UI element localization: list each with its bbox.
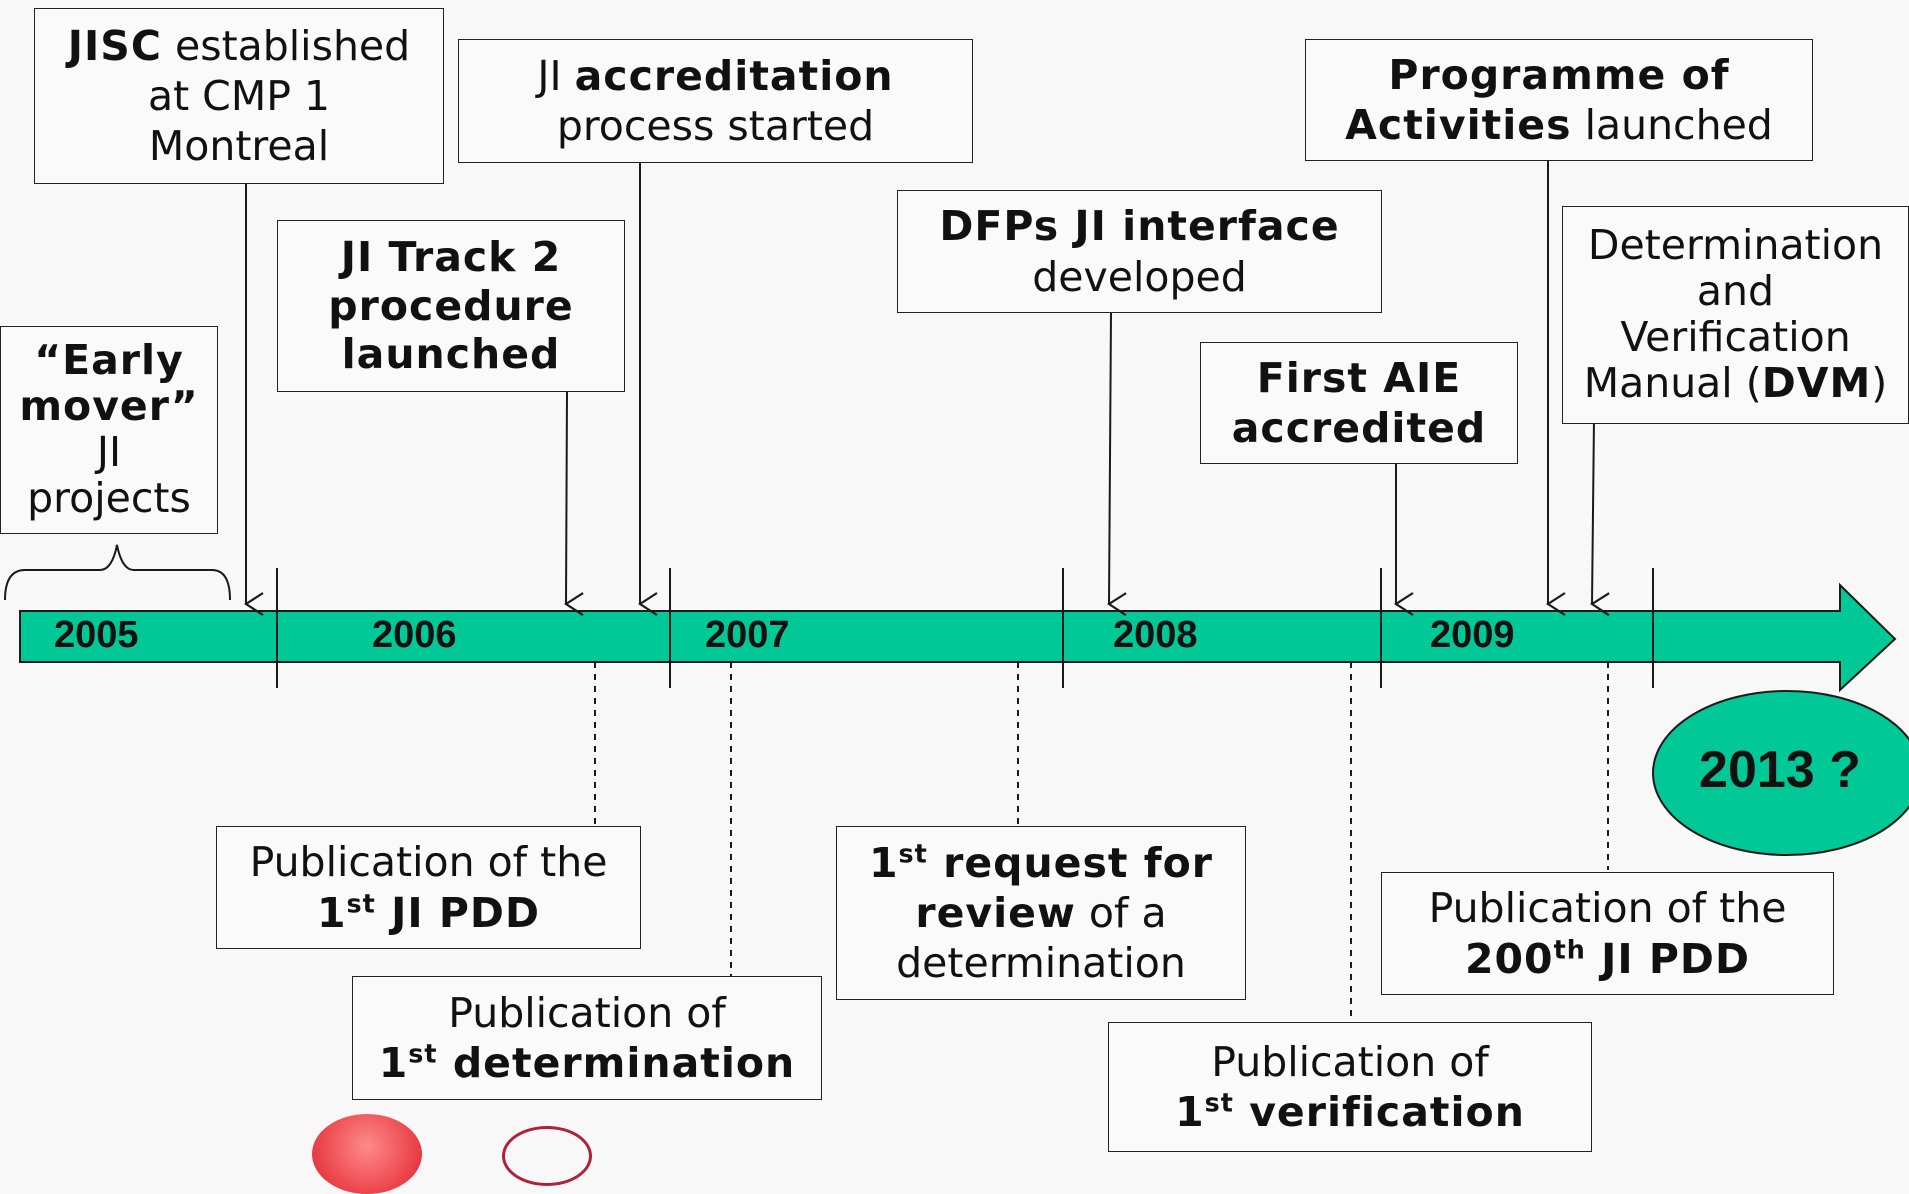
year-label-2009: 2009 bbox=[1430, 614, 1515, 656]
year-label-2005: 2005 bbox=[54, 614, 139, 656]
year-label-2008: 2008 bbox=[1113, 614, 1198, 656]
event-first-pdd: Publication of the 1st JI PDD bbox=[216, 826, 641, 949]
un-emblem-logo bbox=[502, 1126, 592, 1186]
year-label-2006: 2006 bbox=[372, 614, 457, 656]
future-oval bbox=[1652, 690, 1909, 856]
event-track2-launched: JI Track 2 procedure launched bbox=[277, 220, 625, 392]
year-label-2007: 2007 bbox=[705, 614, 790, 656]
event-200th-pdd: Publication of the 200th JI PDD bbox=[1381, 872, 1834, 995]
event-first-review-request: 1st request for review of a determinatio… bbox=[836, 826, 1246, 1000]
event-first-verification: Publication of 1st verification bbox=[1108, 1022, 1592, 1152]
timeline-arrow bbox=[19, 582, 1897, 693]
event-dvm: Determination and Verification Manual (D… bbox=[1562, 206, 1909, 424]
future-label: 2013 ? bbox=[1699, 741, 1861, 799]
event-dfps-interface: DFPs JI interface developed bbox=[897, 190, 1382, 313]
event-early-mover: “Early mover” JI projects bbox=[0, 326, 218, 534]
year-dividers bbox=[276, 568, 1654, 688]
event-poa-launched: Programme of Activities launched bbox=[1305, 39, 1813, 161]
timeline-diagram bbox=[4, 161, 1909, 1022]
event-first-determination: Publication of 1st determination bbox=[352, 976, 822, 1100]
dashed-connectors bbox=[594, 662, 1609, 1022]
red-circle-logo bbox=[312, 1114, 422, 1194]
event-accreditation-started: JI accreditation process started bbox=[458, 39, 973, 163]
event-jisc-established: JISC established at CMP 1 Montreal bbox=[34, 8, 444, 184]
early-mover-brace bbox=[4, 544, 231, 601]
event-arrows bbox=[246, 161, 1594, 604]
event-first-aie: First AIE accredited bbox=[1200, 342, 1518, 464]
